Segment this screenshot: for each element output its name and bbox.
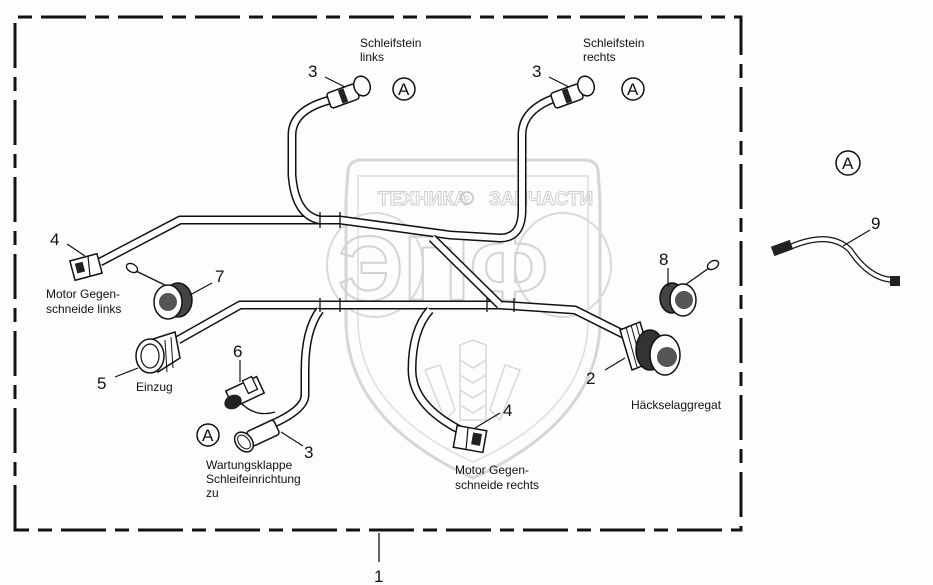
leader-line <box>548 76 570 88</box>
wheat-icon <box>424 339 521 422</box>
assembly-number: 1 <box>374 567 383 585</box>
callout-label: schneide rechts <box>455 478 539 492</box>
ref-marker-a[interactable]: A <box>835 150 861 176</box>
callout-number: 2 <box>586 369 595 388</box>
connector-6[interactable] <box>222 375 276 415</box>
watermark-ring-left <box>326 212 424 318</box>
ref-marker-a[interactable]: A <box>621 77 645 101</box>
ref-marker-a[interactable]: A <box>392 77 416 101</box>
ref-marker-a[interactable]: A <box>196 423 220 447</box>
watermark-ring-right <box>514 212 612 318</box>
callout-label: Häckselaggregat <box>631 398 722 412</box>
callout-number: 7 <box>215 267 224 286</box>
leader-line <box>324 76 346 88</box>
callout-label: Motor Gegen- <box>455 463 529 477</box>
leader-line <box>280 431 304 447</box>
callout-number: 6 <box>233 342 242 361</box>
watermark-shield-inner <box>357 175 589 463</box>
connector-5-einzug[interactable] <box>135 331 181 374</box>
connector-4-motor-gegenschneide-rechts[interactable] <box>452 424 488 454</box>
callout-number: 9 <box>871 214 880 233</box>
leader-line <box>189 282 213 296</box>
ref-marker-label: A <box>842 154 854 173</box>
callout-number: 8 <box>659 250 668 269</box>
gear-icon <box>460 191 474 205</box>
leader-line <box>114 367 139 378</box>
watermark-shield <box>344 158 602 480</box>
leader-line <box>474 412 501 429</box>
connector-3-schleifstein-links[interactable] <box>326 74 373 109</box>
callout-label: zu <box>206 486 219 500</box>
callout-number: 3 <box>532 62 541 81</box>
leader-line <box>604 357 626 371</box>
ref-marker-label: A <box>398 80 410 99</box>
callout-label: links <box>360 50 384 64</box>
cable-9[interactable] <box>770 236 900 286</box>
cap-8[interactable] <box>659 259 720 317</box>
connector-3-schleifstein-rechts[interactable] <box>550 74 597 109</box>
callout-label: Schleifstein <box>583 36 644 50</box>
callout-number: 4 <box>50 230 59 249</box>
assembly-border <box>13 15 743 532</box>
callout-label: Motor Gegen- <box>46 287 120 301</box>
callout-label: Schleifstein <box>360 36 421 50</box>
callout-number: 4 <box>503 401 512 420</box>
callout-label: schneide links <box>46 302 121 316</box>
leader-line <box>842 229 871 247</box>
leader-line <box>66 243 86 257</box>
main-harness <box>97 93 628 434</box>
connector-2-haeckselaggregat[interactable] <box>619 320 681 376</box>
gear-icon-hub <box>464 195 470 201</box>
callout-number: 3 <box>304 443 313 462</box>
callout-label: Einzug <box>136 380 173 394</box>
connector-4-motor-gegenschneide-links[interactable] <box>68 252 104 282</box>
callout-label: Wartungsklappe <box>206 458 293 472</box>
ref-marker-label: A <box>202 426 214 445</box>
callout-label: rechts <box>583 50 616 64</box>
callout-label: Schleifeinrichtung <box>206 472 301 486</box>
watermark-text-left: ТЕХНИКА <box>378 189 468 210</box>
connector-3-wartungsklappe[interactable] <box>231 419 280 455</box>
ref-marker-label: A <box>627 80 639 99</box>
cap-7[interactable] <box>125 262 193 320</box>
callout-number: 5 <box>97 374 106 393</box>
watermark-text-right: ЗАПЧАСТИ <box>489 189 593 210</box>
callout-number: 3 <box>308 62 317 81</box>
